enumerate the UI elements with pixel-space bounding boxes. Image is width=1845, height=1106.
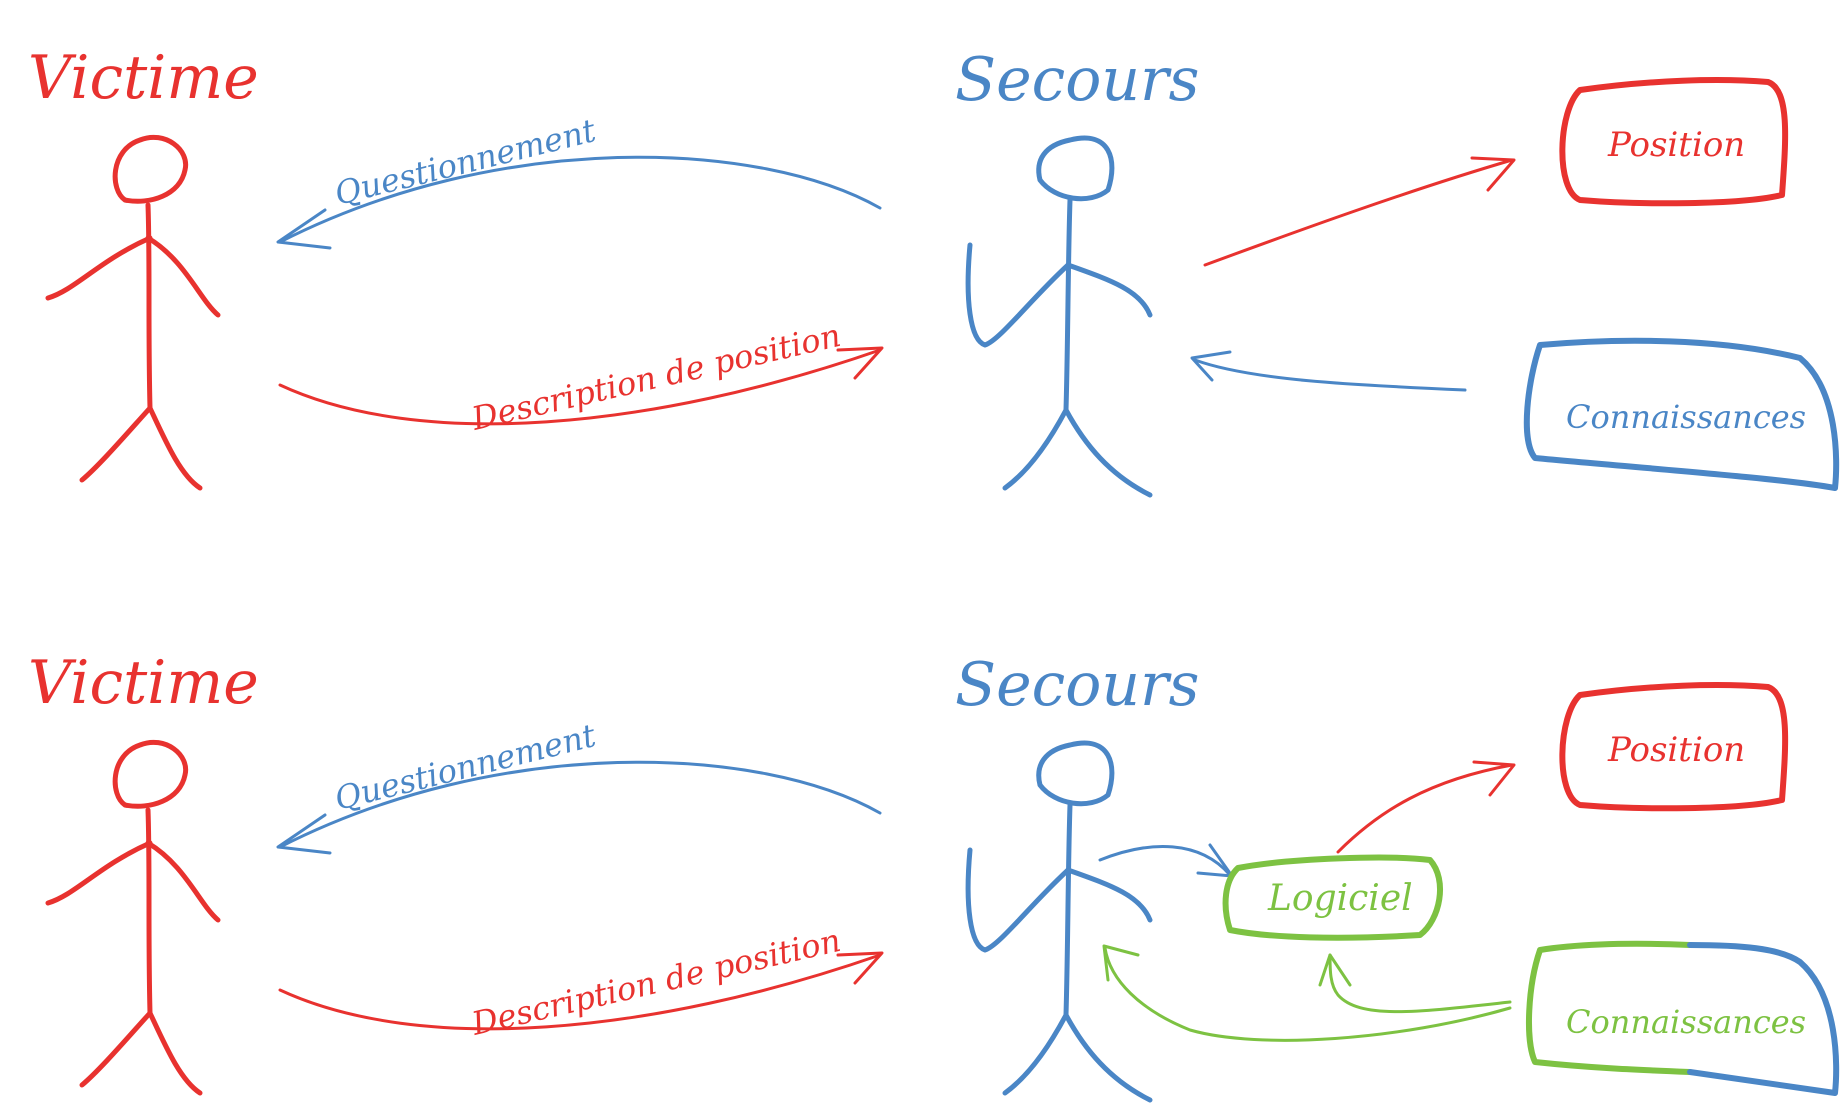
panel-bottom: Victime Secours Questionnement xyxy=(28,648,1840,1103)
arrow-software-to-position xyxy=(1336,760,1516,854)
rescue-title: Secours xyxy=(955,650,1199,720)
position-box: Position xyxy=(1559,77,1789,207)
position-box: Position xyxy=(1559,682,1789,812)
arrow-knowledge-to-rescue xyxy=(1102,944,1512,1042)
software-label: Logiciel xyxy=(1267,878,1413,919)
arrow-to-position xyxy=(1203,156,1516,267)
description-arrow xyxy=(278,951,884,1031)
victim-title: Victime xyxy=(28,43,259,113)
rescue-title: Secours xyxy=(955,45,1199,115)
position-label: Position xyxy=(1607,730,1745,770)
knowledge-box: Connaissances xyxy=(1523,337,1840,491)
questioning-arrow xyxy=(276,760,882,855)
victim-title: Victime xyxy=(28,648,259,718)
arrow-from-knowledge xyxy=(1190,350,1467,392)
arrow-to-software xyxy=(1098,843,1234,878)
victim-figure xyxy=(45,739,221,1096)
description-label: Description de position xyxy=(467,316,844,438)
rescue-figure xyxy=(965,740,1153,1103)
description-arrow xyxy=(278,346,884,426)
rescue-figure xyxy=(965,135,1153,498)
victim-figure xyxy=(45,134,221,491)
software-box: Logiciel xyxy=(1222,854,1444,941)
knowledge-box: Connaissances xyxy=(1526,940,1840,1096)
knowledge-label: Connaissances xyxy=(1566,398,1806,436)
knowledge-label: Connaissances xyxy=(1566,1003,1806,1041)
description-label: Description de position xyxy=(467,921,844,1043)
arrow-knowledge-to-software xyxy=(1318,953,1512,1014)
position-label: Position xyxy=(1607,125,1745,165)
panel-top: Victime Secours Questionnement xyxy=(28,43,1840,498)
questioning-arrow xyxy=(276,155,882,250)
